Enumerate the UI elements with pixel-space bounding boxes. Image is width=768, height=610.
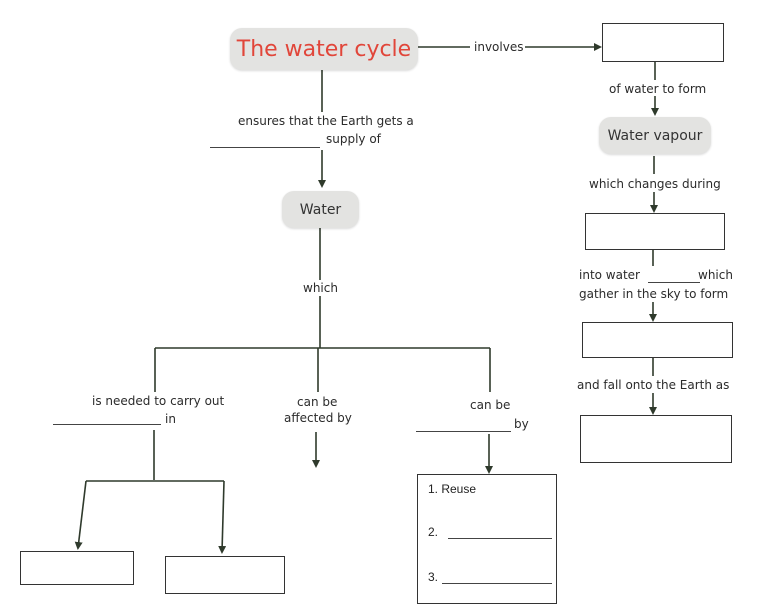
left-sub-arrow-b: [218, 480, 227, 554]
by-label: by: [514, 417, 529, 431]
list-item-2-number: 2.: [428, 525, 439, 539]
answer-box-bottom-left-a[interactable]: [20, 551, 134, 585]
which-label: which: [303, 281, 338, 295]
gather-label: gather in the sky to form: [579, 287, 729, 301]
left-sub-arrow-a: [74, 480, 87, 550]
involves-label: involves: [474, 40, 524, 54]
list-item-3-number: 3.: [428, 570, 439, 584]
blank-into-water[interactable]: [648, 282, 700, 283]
blank-supply[interactable]: [210, 147, 320, 148]
is-needed-label: is needed to carry out: [92, 394, 225, 408]
can-be-label: can be: [470, 398, 511, 412]
water-node-text: Water: [299, 201, 342, 218]
water-vapour-node-text: Water vapour: [607, 127, 703, 144]
answer-box-form[interactable]: [582, 322, 733, 358]
answer-box-changes[interactable]: [585, 213, 725, 250]
ensures-label-line1: ensures that the Earth gets a: [238, 114, 414, 128]
ensures-label-line2: supply of: [326, 132, 381, 146]
water-vapour-node: Water vapour: [599, 117, 711, 154]
which-right-label: which: [698, 268, 733, 282]
of-water-to-form-label: of water to form: [609, 82, 707, 96]
title-text: The water cycle: [236, 36, 412, 62]
in-label: in: [165, 412, 176, 426]
blank-can-be[interactable]: [416, 431, 511, 432]
can-be-affected-line1: can be: [297, 395, 338, 409]
water-node: Water: [282, 191, 359, 228]
list-item-3-blank[interactable]: [442, 583, 552, 584]
answer-box-bottom-left-b[interactable]: [165, 556, 285, 594]
blank-is-needed[interactable]: [53, 424, 161, 425]
can-be-affected-line2: affected by: [284, 411, 352, 425]
list-item-reuse: 1. Reuse: [428, 482, 477, 496]
answer-box-fall[interactable]: [580, 415, 732, 463]
title-node: The water cycle: [230, 28, 418, 70]
answer-box-process[interactable]: [602, 23, 724, 62]
reuse-list-box: 1. Reuse 2. 3.: [417, 474, 557, 604]
list-item-2-blank[interactable]: [448, 538, 552, 539]
fall-label: and fall onto the Earth as: [577, 378, 730, 392]
into-water-label: into water: [579, 268, 640, 282]
which-changes-during-label: which changes during: [589, 177, 721, 191]
